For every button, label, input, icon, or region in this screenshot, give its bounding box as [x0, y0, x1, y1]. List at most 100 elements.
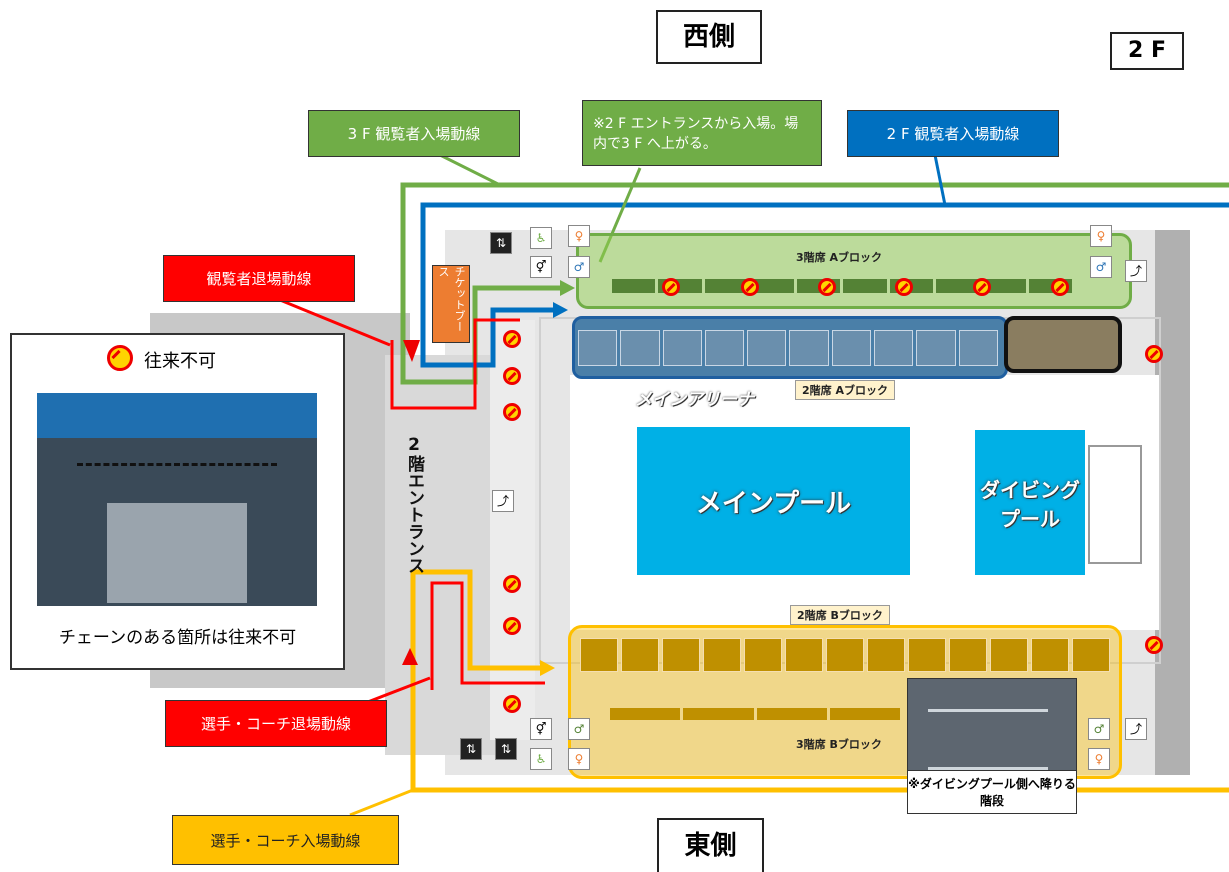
- restroom-male-icon: ♂: [568, 718, 590, 740]
- seat: [621, 638, 659, 672]
- callout-pointer-exit: [279, 298, 391, 347]
- no-entry-icon: [818, 278, 836, 296]
- seat: [789, 330, 829, 366]
- no-entry-icon: [503, 367, 521, 385]
- stairs-icon: ⤴: [1125, 718, 1147, 740]
- main-pool: メインプール: [637, 427, 910, 575]
- seat: [829, 708, 900, 720]
- seat: [578, 330, 618, 366]
- seat-2f-b-label: 2階席 Bブロック: [790, 605, 890, 625]
- route-label-spectator-out: 観覧者退場動線: [163, 255, 355, 302]
- seat: [704, 279, 748, 293]
- floor-label: 2 F: [1110, 32, 1184, 70]
- ticket-booth: チケットブース: [432, 265, 470, 343]
- seat-3f-b-label: 3階席 Bブロック: [796, 738, 882, 751]
- no-entry-icon: [503, 403, 521, 421]
- no-entry-icon: [741, 278, 759, 296]
- elevator-icon: ⇅: [460, 738, 482, 760]
- route-red-bottom-arrowhead: [402, 648, 418, 665]
- legend-box: 往来不可 チェーンのある箇所は往来不可: [10, 333, 345, 670]
- route-red-bottom: [430, 581, 545, 690]
- seat: [916, 330, 956, 366]
- stairs-photo: [907, 678, 1077, 772]
- seat: [867, 638, 905, 672]
- no-entry-icon: [1145, 345, 1163, 363]
- restroom-male-icon: ♂: [1090, 256, 1112, 278]
- seat: [826, 638, 864, 672]
- diving-platforms: [1088, 445, 1142, 564]
- no-entry-icon: [503, 617, 521, 635]
- main-arena-label: メインアリーナ: [635, 390, 754, 410]
- photo-pool-area: [37, 393, 317, 438]
- route-green: [400, 182, 1229, 385]
- restroom-male-icon: ♂: [568, 256, 590, 278]
- photo-chain: [77, 463, 277, 472]
- chain-photo: [37, 393, 317, 606]
- no-entry-icon: [503, 330, 521, 348]
- seat: [612, 279, 656, 293]
- no-entry-icon: [1145, 636, 1163, 654]
- route-red-top-arrowhead: [403, 340, 420, 362]
- photo-railing: [928, 709, 1048, 770]
- west-label: 西側: [656, 10, 762, 64]
- route-green-arrowhead: [560, 280, 575, 296]
- diving-pool: ダイビングプール: [975, 430, 1085, 575]
- seat-2f-a-label: 2階席 Aブロック: [795, 380, 895, 400]
- seat: [744, 638, 782, 672]
- entrance-2f-label: 2階エントランス: [404, 435, 424, 574]
- wheelchair-icon: ♿: [530, 227, 552, 249]
- route-yellow: [410, 569, 1229, 793]
- callout-pointer-3f: [439, 153, 501, 187]
- route-note-entrance: ※2 F エントランスから入場。場内で3 F へ上がる。: [582, 100, 822, 166]
- elevator-icon: ⇅: [495, 738, 517, 760]
- seat: [704, 330, 745, 366]
- seat: [1072, 638, 1110, 672]
- callout-pointer-athlete-in: [349, 788, 414, 817]
- seat: [703, 638, 741, 672]
- route-label-athlete-out: 選手・コーチ退場動線: [165, 700, 387, 747]
- seat: [874, 330, 914, 366]
- route-blue-arrowhead: [553, 302, 568, 318]
- seat: [662, 638, 700, 672]
- seats-2f-a: [578, 330, 998, 366]
- seats-3f-b: [610, 708, 900, 720]
- seat: [785, 638, 823, 672]
- seat-block-2f-a-closed: [1004, 316, 1122, 373]
- seat: [750, 279, 795, 293]
- legend-no-passage: 往来不可: [144, 351, 216, 372]
- restroom-icon: ⚥: [530, 718, 552, 740]
- seat-block-3f-a: [576, 233, 1132, 309]
- no-entry-icon: [1051, 278, 1069, 296]
- no-entry-icon: [503, 695, 521, 713]
- route-blue: [420, 202, 1229, 368]
- restroom-male-icon: ♂: [1088, 718, 1110, 740]
- seats-3f-a: [612, 279, 1072, 293]
- route-red-top: [390, 318, 520, 410]
- seat: [949, 638, 987, 672]
- seat: [610, 708, 681, 720]
- route-label-athlete-in: 選手・コーチ入場動線: [172, 815, 399, 865]
- seats-2f-b: [580, 638, 1110, 672]
- seat: [936, 279, 980, 293]
- seat: [958, 330, 998, 366]
- restroom-icon: ⚥: [530, 256, 552, 278]
- restroom-female-icon: ♀: [568, 225, 590, 247]
- photo-stairs: [107, 503, 247, 603]
- seat: [756, 708, 827, 720]
- seat: [843, 279, 887, 293]
- seat: [982, 279, 1026, 293]
- stairs-icon: ⤴: [492, 490, 514, 512]
- restroom-female-icon: ♀: [1088, 748, 1110, 770]
- seat: [580, 638, 618, 672]
- east-label: 東側: [657, 818, 764, 872]
- seat: [831, 330, 872, 366]
- seat: [620, 330, 660, 366]
- no-entry-icon: [895, 278, 913, 296]
- route-label-2f-spectator-in: 2 F 観覧者入場動線: [847, 110, 1059, 157]
- stairs-caption: ※ダイビングプール側へ降りる階段: [907, 770, 1077, 814]
- no-entry-icon: [973, 278, 991, 296]
- wheelchair-icon: ♿: [530, 748, 552, 770]
- seat: [747, 330, 787, 366]
- legend-chain-note: チェーンのある箇所は往来不可: [58, 628, 297, 648]
- callout-pointer-2f: [933, 154, 947, 206]
